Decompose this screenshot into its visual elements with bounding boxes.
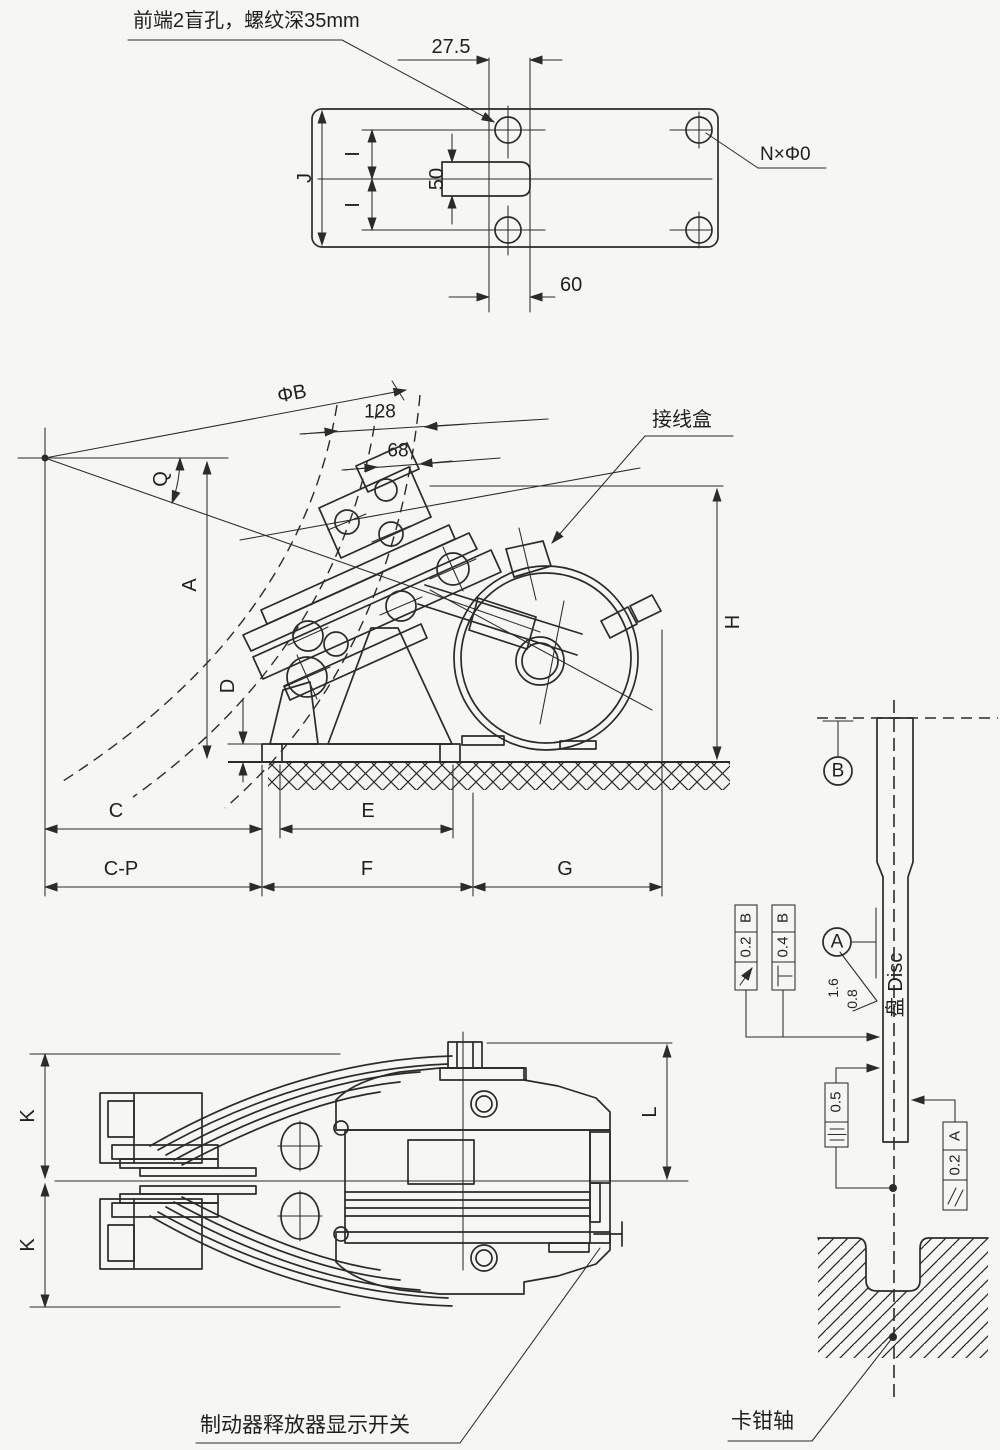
stack-bolts: [283, 478, 477, 700]
svg-text:B: B: [738, 913, 755, 923]
plate-outline: [311, 108, 719, 248]
plan-view-caliper: K K L 制动器释放器显示开关: [17, 1031, 689, 1444]
plate-holes: [477, 105, 713, 256]
junction-box-label: 接线盒: [652, 408, 712, 431]
hole-count-note: N×Φ0: [760, 144, 811, 165]
release-switch-label: 制动器释放器显示开关: [200, 1414, 410, 1437]
roughness-upper: 1.6: [825, 978, 841, 998]
svg-text:0.4: 0.4: [775, 937, 792, 958]
dim-phiB: ΦB: [276, 380, 309, 407]
fcf-symmetry: 0.5: [824, 1082, 849, 1148]
dim-H: H: [722, 615, 744, 629]
svg-text:0.2: 0.2: [947, 1155, 964, 1176]
base-plate: [261, 743, 461, 763]
disc-swept-arcs: [59, 394, 421, 809]
svg-text:B: B: [775, 913, 792, 923]
disc-label: 盘 Disc: [884, 953, 907, 1017]
dim-I-upper: I: [342, 151, 364, 157]
roughness-lower: 0.8: [844, 989, 860, 1009]
dim-L: L: [639, 1106, 661, 1117]
dim-60: 60: [560, 274, 582, 296]
svg-text:A: A: [947, 1131, 964, 1141]
disc-section: [876, 717, 914, 1143]
side-view-brake-assembly: ΦB Q 128 68: [17, 380, 744, 897]
dim-F: F: [361, 858, 373, 880]
dim-K-lower: K: [17, 1238, 39, 1252]
disc-section-view: B A B 0.2 B 0.4: [727, 700, 998, 1442]
dim-128: 128: [364, 402, 396, 423]
svg-text:0.2: 0.2: [738, 937, 755, 958]
fcf-circular-runout: B 0.2: [734, 904, 758, 991]
release-switch-pin: [593, 1221, 623, 1247]
caliper-shaft-label: 卡钳轴: [731, 1410, 794, 1433]
top-view-mounting-plate: 前端2盲孔，螺纹深35mm N×Φ0 27.5 60 J I I 50: [127, 9, 827, 313]
surface-roughness-icon: [839, 951, 878, 1012]
fcf-parallelism: A 0.2: [942, 1121, 968, 1211]
dim-E: E: [361, 800, 374, 822]
adjuster-bolt: [439, 1041, 527, 1081]
pad-and-arm-lower: [99, 1185, 611, 1307]
ground-hatch: [268, 763, 730, 790]
mount-gusset: [327, 627, 453, 745]
caliper-lever-stack: [239, 442, 641, 701]
svg-text:0.5: 0.5: [828, 1092, 845, 1113]
caliper-mount-base: [817, 1237, 989, 1358]
dim-27-5: 27.5: [432, 36, 471, 58]
dim-C: C: [109, 800, 123, 822]
caliper-body: [344, 1041, 623, 1253]
blind-hole-note: 前端2盲孔，螺纹深35mm: [133, 9, 360, 32]
datum-b-label: B: [832, 761, 845, 782]
junction-box: [505, 540, 552, 578]
dim-I-lower: I: [342, 202, 364, 208]
dim-J: J: [294, 173, 316, 183]
dim-A: A: [179, 578, 201, 592]
datum-a-label: A: [831, 932, 844, 953]
dim-Q: Q: [150, 471, 172, 487]
symmetry-icon: [827, 1128, 847, 1141]
dim-50: 50: [426, 168, 448, 190]
circular-runout-icon: [739, 967, 753, 986]
dim-G: G: [557, 858, 573, 880]
perpendicularity-icon: [777, 965, 793, 987]
dim-68: 68: [387, 441, 408, 462]
thruster-drum: [429, 527, 662, 751]
parallelism-icon: [947, 1187, 964, 1207]
dim-D: D: [217, 679, 239, 693]
plate-tab: [441, 161, 531, 197]
fcf-perpendicularity: B 0.4: [771, 904, 796, 991]
dim-K-upper: K: [17, 1109, 39, 1123]
pad-and-arm-upper: [99, 1055, 611, 1177]
dim-CP: C-P: [104, 858, 138, 880]
